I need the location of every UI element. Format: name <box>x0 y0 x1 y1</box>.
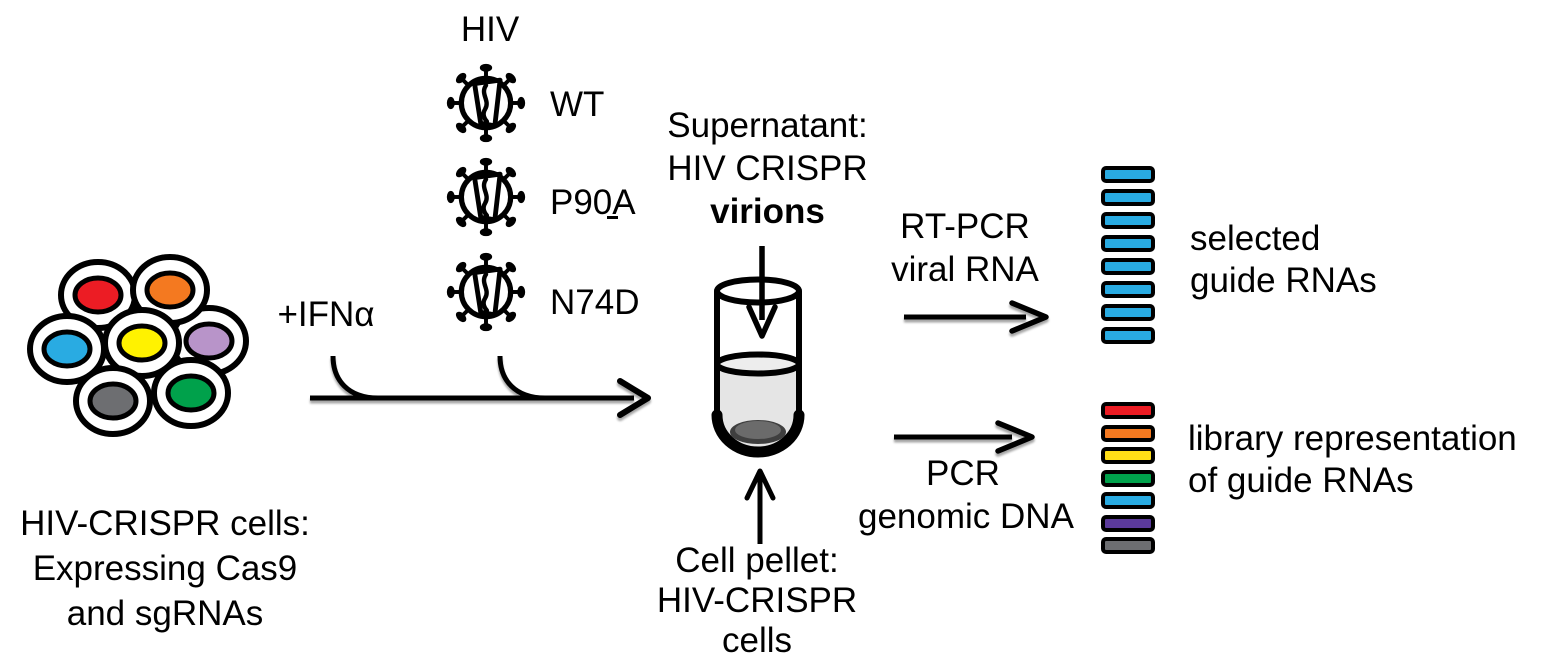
arrow-head <box>995 420 1035 454</box>
cell-nucleus <box>183 321 235 361</box>
cells-caption-line3: and sgRNAs <box>66 594 264 633</box>
library-guide-rna-bar <box>1101 537 1155 554</box>
cells-caption-line1: HIV-CRISPR cells: <box>20 504 310 543</box>
library-line1: library representation <box>1188 419 1517 458</box>
library-guide-rna-bars <box>1101 402 1155 554</box>
cell-nucleus <box>87 381 139 421</box>
cell-nucleus <box>72 275 124 315</box>
selected-caption: selected guide RNAs <box>1190 218 1377 302</box>
tube-bottom <box>711 409 805 458</box>
cell-yellow <box>102 307 182 379</box>
cell-pellet <box>735 421 781 439</box>
selected-guide-rna-bar <box>1101 258 1155 275</box>
supernatant-caption: Supernatant: HIV CRISPR virions <box>645 104 890 233</box>
supernatant-line1: Supernatant: <box>667 106 868 145</box>
selected-guide-rna-bar <box>1101 212 1155 229</box>
library-guide-rna-bar <box>1101 514 1155 532</box>
ifn-alpha-label: +IFNα <box>277 295 375 334</box>
pcr-caption: PCR genomic DNA <box>858 452 1074 538</box>
library-line2: of guide RNAs <box>1188 461 1414 500</box>
ifn-merge-curve <box>330 355 379 401</box>
rna-squiggle <box>481 83 490 124</box>
arrow-head <box>1009 300 1049 334</box>
cells-caption-line2: Expressing Cas9 <box>32 549 298 588</box>
library-guide-rna-bar <box>1101 424 1155 442</box>
virions-into-tube-arrow <box>746 246 778 339</box>
library-guide-rna-bar <box>1101 492 1155 509</box>
hiv-title: HIV <box>460 10 520 49</box>
cell-nucleus <box>144 270 196 310</box>
cell-pellet-caption: Cell pellet: HIV-CRISPR cells <box>632 541 882 661</box>
pellet-line2: HIV-CRISPR <box>656 581 858 620</box>
cell-nucleus <box>116 323 168 363</box>
pcr-arrow <box>894 420 1035 454</box>
library-caption: library representation of guide RNAs <box>1188 418 1517 502</box>
pellet-line1: Cell pellet: <box>675 541 839 580</box>
selected-line2: guide RNAs <box>1190 261 1377 300</box>
p90a-underline-mark <box>607 216 618 219</box>
rtpcr-caption: RT-PCR viral RNA <box>870 205 1060 291</box>
pellet-line3: cells <box>721 621 793 660</box>
cell-nucleus <box>165 373 217 413</box>
liquid-surface <box>714 351 802 377</box>
main-flow-arrow <box>310 355 651 418</box>
selected-guide-rna-bar <box>1101 166 1155 183</box>
selected-guide-rna-bar <box>1101 281 1155 298</box>
rtpcr-line1: RT-PCR <box>900 207 1030 246</box>
library-guide-rna-bar <box>1101 469 1155 487</box>
virion-p90a <box>442 153 530 241</box>
cell-gray <box>73 365 153 437</box>
rtpcr-arrow <box>904 300 1049 334</box>
selected-guide-rna-bar <box>1101 235 1155 252</box>
selected-guide-rna-bars <box>1101 166 1155 344</box>
virion-wt-label: WT <box>550 85 605 124</box>
arrow-head <box>746 304 778 339</box>
pcr-line1: PCR <box>926 454 1000 493</box>
selected-line1: selected <box>1190 219 1321 258</box>
cell-nucleus <box>41 329 93 369</box>
centrifuge-tube <box>711 276 805 458</box>
virion-n74d <box>442 248 530 336</box>
pcr-line2: genomic DNA <box>858 497 1074 536</box>
library-guide-rna-bar <box>1101 447 1155 464</box>
arrow-head <box>744 468 776 501</box>
pellet-pointer-arrow <box>744 468 776 544</box>
virion-wt <box>442 59 530 147</box>
cell-green <box>151 357 231 429</box>
supernatant-line3-virions: virions <box>710 192 825 231</box>
virion-n74d-label: N74D <box>550 283 640 322</box>
selected-guide-rna-bar <box>1101 327 1155 344</box>
rna-squiggle <box>481 177 490 218</box>
arrow-head <box>617 378 651 418</box>
selected-guide-rna-bar <box>1101 189 1155 206</box>
cell-blue <box>27 313 107 385</box>
selected-guide-rna-bar <box>1101 304 1155 321</box>
hiv-virion-icon <box>446 252 526 332</box>
rna-squiggle <box>481 272 490 313</box>
tube-rim <box>714 276 802 306</box>
hiv-virion-icon <box>446 63 526 143</box>
hiv-virion-icon <box>446 157 526 237</box>
virus-merge-curve <box>497 355 546 401</box>
rtpcr-line2: viral RNA <box>891 250 1039 289</box>
virion-p90a-label: P90A <box>550 183 636 222</box>
supernatant-line2: HIV CRISPR <box>667 149 868 188</box>
hiv-crispr-cell-cluster <box>27 254 249 437</box>
cells-caption: HIV-CRISPR cells: Expressing Cas9 and sg… <box>5 501 325 636</box>
library-guide-rna-bar <box>1101 402 1155 419</box>
